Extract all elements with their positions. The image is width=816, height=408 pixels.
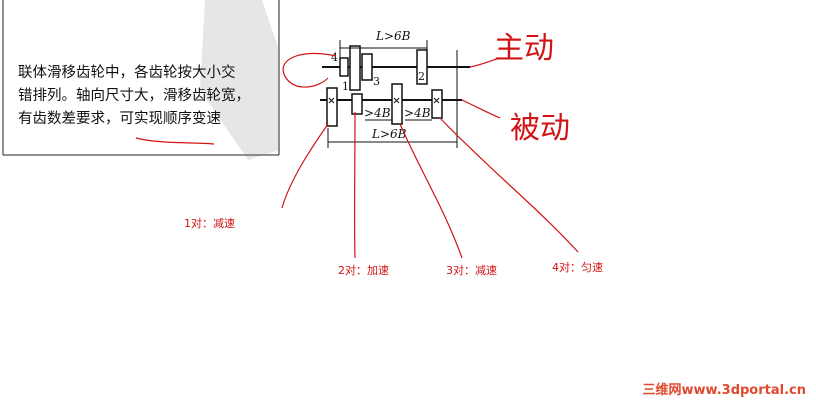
dim-bottom-span: L>6B — [371, 127, 407, 141]
leader-pair3 — [399, 123, 463, 259]
gear-pair4-driven — [431, 89, 443, 119]
leader-pair1 — [281, 123, 329, 209]
background-watermark — [200, 0, 279, 160]
loop-left — [282, 52, 337, 88]
pair-label-1: 1对：减速 — [184, 217, 235, 230]
gear-2-drive — [416, 49, 428, 85]
driven-gears — [326, 83, 443, 127]
table-frame — [2, 0, 280, 156]
description-line-3: 有齿数差要求，可实现顺序变速 — [18, 111, 221, 127]
drive-arrow — [469, 57, 501, 68]
driven-arrow — [461, 99, 501, 119]
pair-label-4: 4对：匀速 — [552, 261, 603, 274]
keyway-marks — [328, 97, 440, 104]
leader-pair4 — [439, 117, 579, 253]
dim-gap-a: >4B — [364, 106, 391, 120]
site-watermark: 三维网www.3dportal.cn — [642, 383, 806, 398]
gear-number-1: 1 — [342, 80, 349, 93]
description-line-2: 错排列。轴向尺寸大，滑移齿轮宽， — [18, 88, 250, 104]
description-line-1: 联体滑移齿轮中，各齿轮按大小交 — [18, 65, 236, 81]
gear-3-drive — [361, 53, 373, 81]
pair-label-2: 2对：加速 — [338, 264, 389, 277]
red-annotations — [135, 52, 579, 259]
pair-label-3: 3对：减速 — [446, 264, 497, 277]
gear-pair1-driven — [326, 87, 338, 127]
driven-shaft-handwritten-label: 被动 — [510, 111, 570, 146]
gear-description: 联体滑移齿轮中，各齿轮按大小交 错排列。轴向尺寸大，滑移齿轮宽， 有齿数差要求，… — [18, 62, 276, 131]
dim-top-span: L>6B — [375, 29, 411, 43]
gear-number-3: 3 — [373, 75, 380, 88]
underline — [135, 137, 215, 145]
gear-4-drive — [339, 57, 349, 77]
gear-number-4: 4 — [331, 51, 338, 64]
drive-gears — [339, 45, 428, 91]
dimension-lines — [327, 40, 458, 148]
gear-number-2: 2 — [418, 70, 425, 83]
drive-shaft-handwritten-label: 主动 — [494, 31, 554, 66]
dim-gap-b: >4B — [404, 106, 431, 120]
gear-1-drive — [349, 45, 361, 91]
gear-pair2-driven — [351, 93, 363, 115]
gear-pair3-driven — [391, 83, 403, 125]
